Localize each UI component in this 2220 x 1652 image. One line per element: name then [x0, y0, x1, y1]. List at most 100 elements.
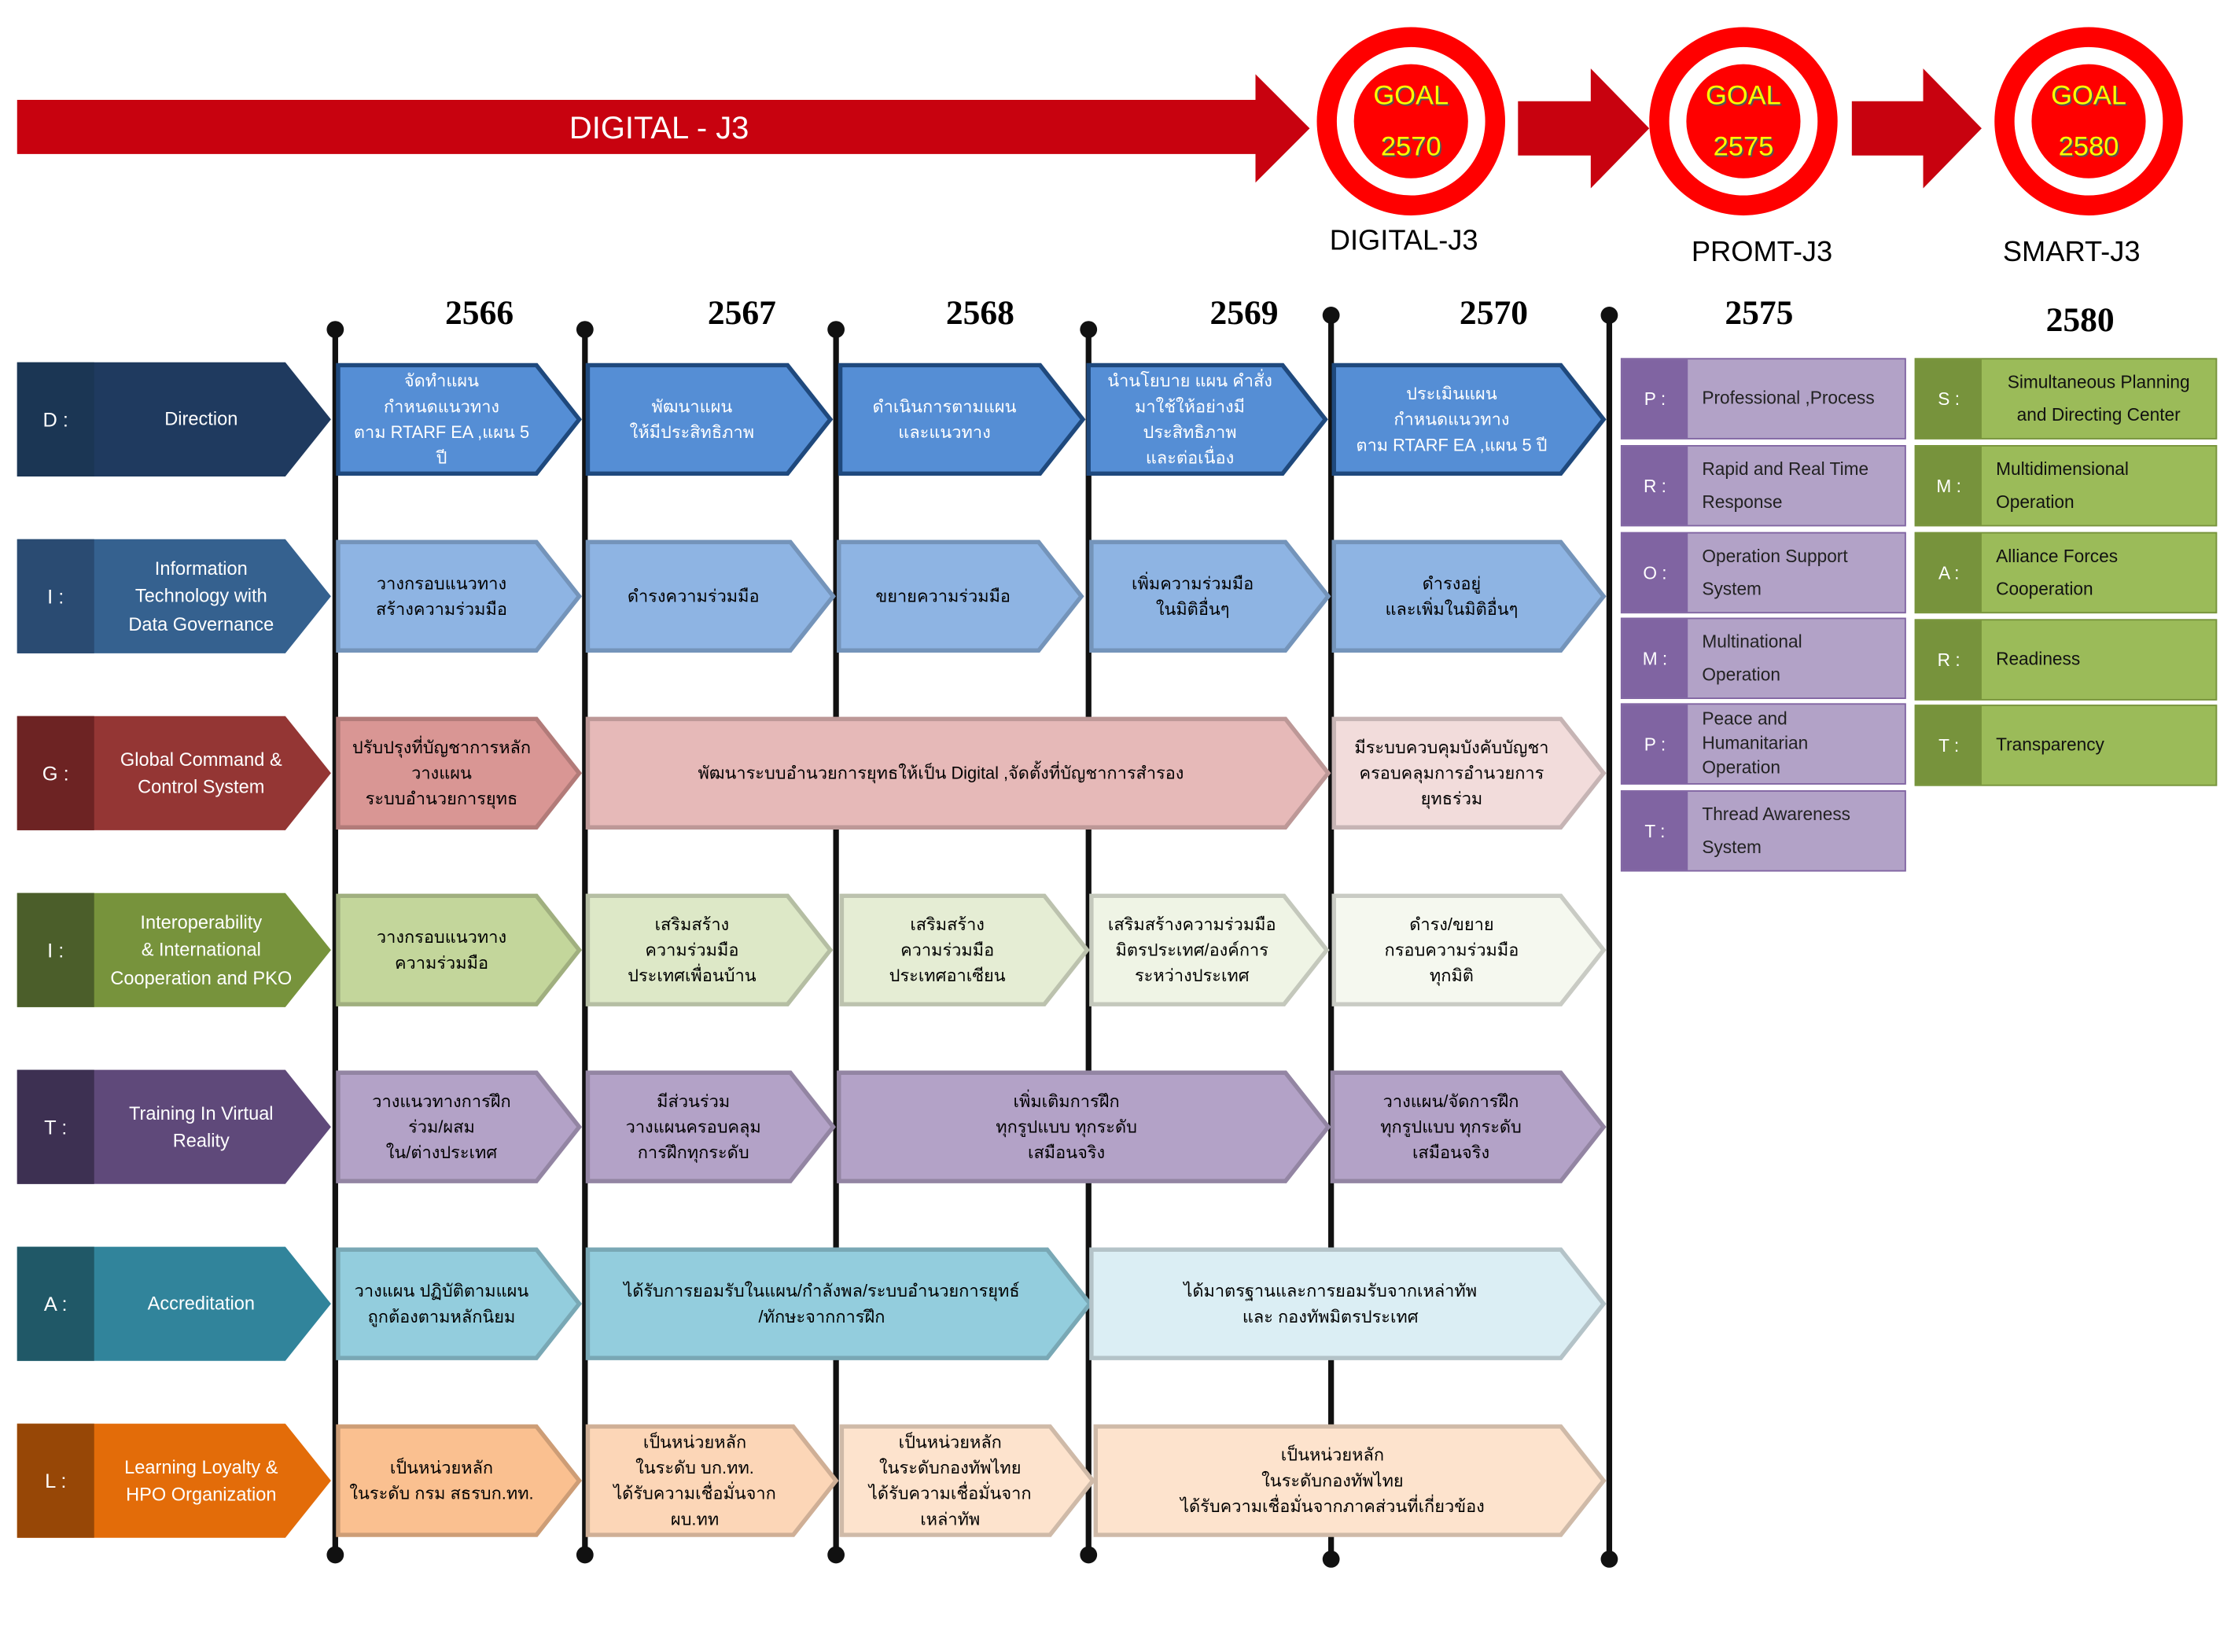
- milestone-arrow: [336, 362, 583, 476]
- promt-item: R : Rapid and Real Time Response: [1620, 445, 1906, 527]
- promt-key: P :: [1622, 359, 1688, 438]
- milestone-arrow: [585, 1247, 1093, 1360]
- milestone-arrow: [336, 716, 583, 830]
- pillar-header-arrow: [17, 716, 331, 830]
- smart-text: Readiness: [1996, 649, 2081, 670]
- timeline-dot: [326, 1546, 344, 1564]
- smart-item: M : Multidimensional Operation: [1914, 445, 2218, 527]
- milestone-arrow: [1330, 1070, 1607, 1183]
- promt-key: M :: [1622, 619, 1688, 698]
- goal-connector-arrow: [1518, 68, 1650, 189]
- promt-item: T : Thread Awareness System: [1620, 790, 1906, 872]
- smart-item: S : Simultaneous Planning and Directing C…: [1914, 358, 2218, 440]
- promt-text: Operation Support System: [1702, 546, 1848, 599]
- promt-key: T :: [1622, 791, 1688, 870]
- banner-arrow: [17, 74, 1310, 183]
- milestone-arrow: [1331, 539, 1607, 653]
- milestone-arrow: [336, 893, 583, 1006]
- timeline-dot: [1600, 1551, 1618, 1568]
- pillar-key-box: [17, 1423, 94, 1538]
- smart-text: Transparency: [1996, 734, 2104, 756]
- pillar-key-box: [17, 539, 94, 653]
- year-header: 2570: [1459, 295, 1529, 333]
- year-header: 2569: [1209, 295, 1279, 333]
- milestone-arrow: [838, 362, 1086, 476]
- milestone-arrow: [585, 893, 834, 1006]
- smart-item: A : Alliance Forces Cooperation: [1914, 532, 2218, 614]
- milestone-arrow: [336, 1070, 583, 1183]
- milestone-arrow: [585, 539, 836, 653]
- pillar-header-arrow: [17, 1069, 331, 1184]
- pillar-key-box: [17, 716, 94, 830]
- pillar-header-arrow: [17, 1423, 331, 1538]
- timeline-dot: [827, 1546, 845, 1564]
- milestone-arrow: [336, 1424, 583, 1537]
- pillar-header-arrow: [17, 539, 331, 653]
- smart-item: T : Transparency: [1914, 705, 2218, 786]
- promt-key: O :: [1622, 533, 1688, 613]
- promt-item: M : Multinational Operation: [1620, 617, 1906, 699]
- timeline-dot: [1322, 1551, 1340, 1568]
- smart-text: Simultaneous Planning and Directing Cent…: [2007, 372, 2190, 425]
- promt-text: Rapid and Real Time Response: [1702, 459, 1869, 512]
- milestone-arrow: [585, 362, 834, 476]
- year-header: 2575: [1725, 295, 1794, 333]
- promt-text: Peace and Humanitarian Operation: [1702, 708, 1809, 778]
- milestone-arrow: [1089, 893, 1330, 1006]
- timeline-dot: [576, 1546, 594, 1564]
- milestone-arrow: [837, 539, 1084, 653]
- year-header: 2580: [2045, 302, 2115, 340]
- promt-item: P : Professional ,Process: [1620, 358, 1906, 440]
- goal-target-ring: [2031, 64, 2146, 178]
- smart-key: T :: [1916, 706, 1982, 785]
- timeline-dot: [1322, 307, 1340, 324]
- pillar-header-arrow: [17, 1246, 331, 1361]
- timeline-dot: [326, 321, 344, 338]
- milestone-arrow: [1089, 539, 1331, 653]
- promt-text: Thread Awareness System: [1702, 804, 1851, 857]
- timeline-dot: [1080, 1546, 1098, 1564]
- milestone-arrow: [585, 1070, 836, 1183]
- pillar-key-box: [17, 362, 94, 476]
- timeline-dot: [1080, 321, 1098, 338]
- smart-key: M :: [1916, 446, 1982, 525]
- milestone-arrow: [1086, 362, 1328, 476]
- milestone-arrow: [1089, 1247, 1607, 1360]
- milestone-arrow: [837, 1070, 1331, 1183]
- milestone-arrow: [585, 1424, 839, 1537]
- promt-text: Multinational Operation: [1702, 631, 1802, 684]
- year-header: 2568: [945, 295, 1014, 333]
- pillar-header-arrow: [17, 362, 331, 476]
- year-header: 2566: [445, 295, 514, 333]
- goal-target-ring: [1686, 64, 1801, 178]
- timeline-dot: [576, 321, 594, 338]
- smart-text: Multidimensional Operation: [1996, 459, 2129, 512]
- pillar-header-arrow: [17, 892, 331, 1007]
- milestone-arrow: [1331, 893, 1607, 1006]
- smart-item: R : Readiness: [1914, 619, 2218, 701]
- smart-text: Alliance Forces Cooperation: [1996, 546, 2119, 599]
- milestone-arrow: [585, 716, 1331, 830]
- pillar-key-box: [17, 1246, 94, 1361]
- smart-key: S :: [1916, 359, 1982, 438]
- promt-item: P :Peace and Humanitarian Operation: [1620, 703, 1906, 785]
- pillar-key-box: [17, 892, 94, 1007]
- milestone-arrow: [336, 1247, 583, 1360]
- smart-key: A :: [1916, 533, 1982, 613]
- timeline-dot: [1600, 307, 1618, 324]
- goal-target-ring: [1353, 64, 1468, 178]
- promt-key: R :: [1622, 446, 1688, 525]
- pillar-key-box: [17, 1069, 94, 1184]
- milestone-arrow: [1331, 716, 1607, 830]
- timeline-dot: [827, 321, 845, 338]
- goal-connector-arrow: [1851, 68, 1982, 189]
- milestone-arrow: [1093, 1424, 1607, 1537]
- milestone-arrow: [839, 1424, 1096, 1537]
- promt-text: Professional ,Process: [1702, 388, 1875, 409]
- year-header: 2567: [707, 295, 776, 333]
- milestone-arrow: [1331, 362, 1607, 476]
- smart-key: R :: [1916, 620, 1982, 699]
- milestone-arrow: [839, 893, 1090, 1006]
